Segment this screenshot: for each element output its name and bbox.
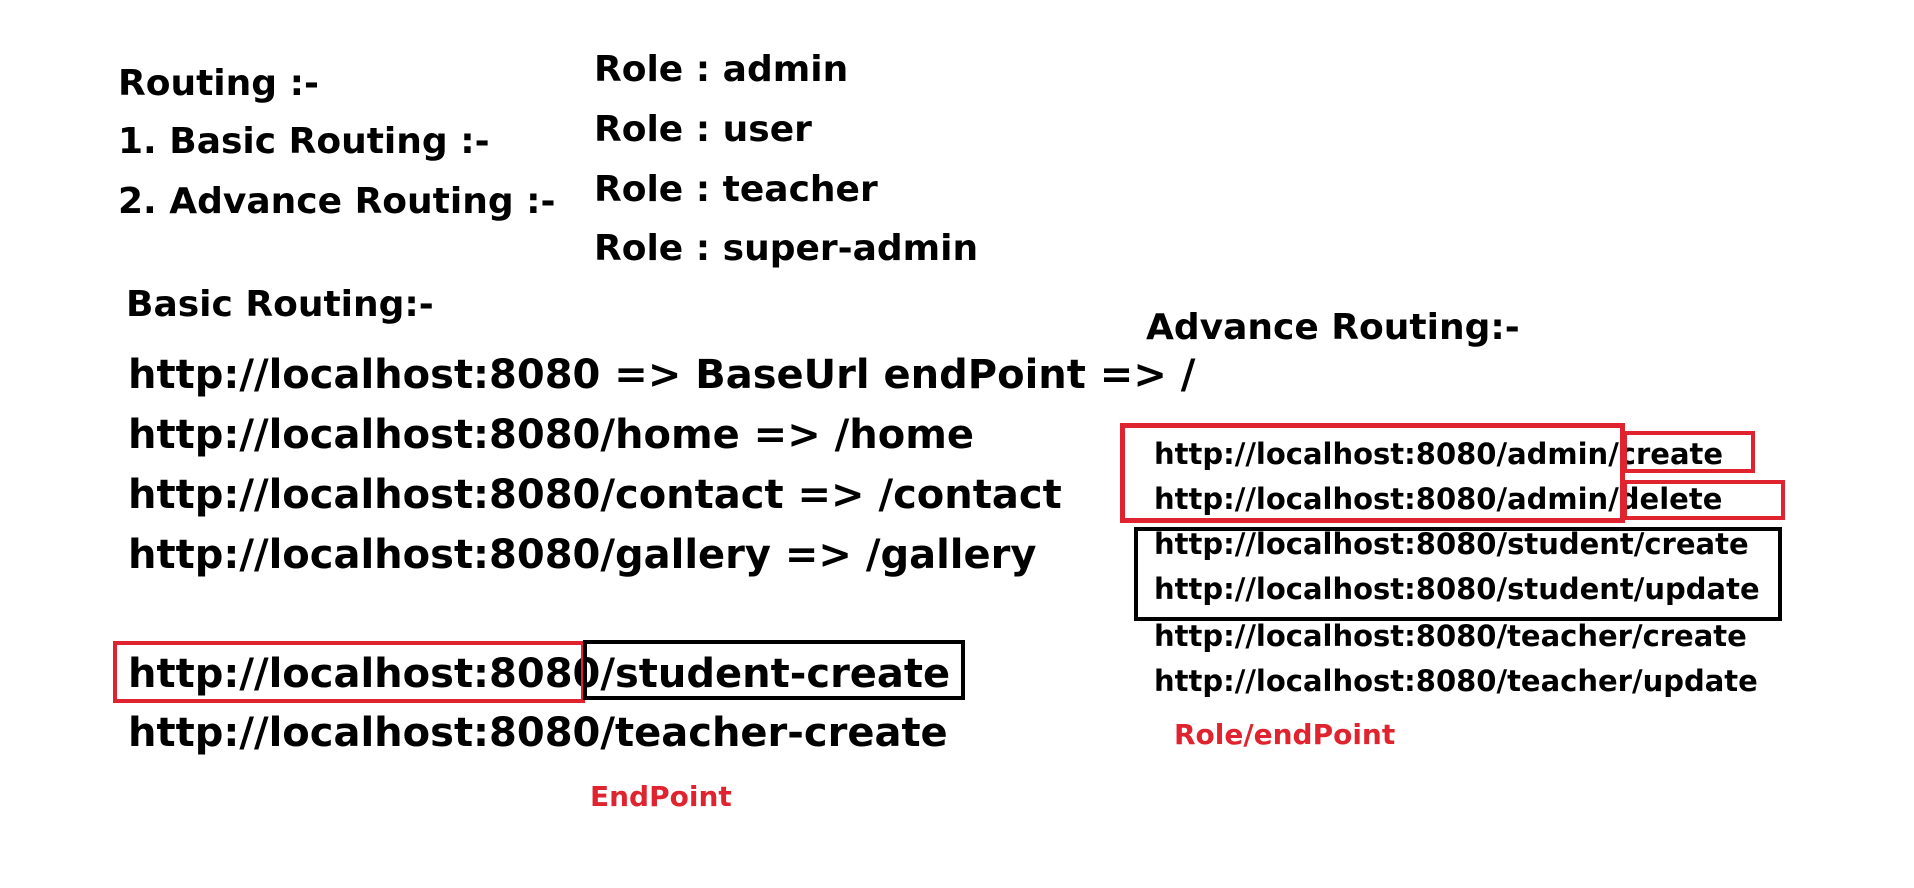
routing-item-advance: 2. Advance Routing :- <box>118 181 556 222</box>
role-teacher: Role : teacher <box>594 169 878 210</box>
advance-route-student-update: http://localhost:8080/student/update <box>1154 572 1760 606</box>
student-routes-highlight-box <box>1134 527 1782 621</box>
advance-route-admin-delete: http://localhost:8080/admin/delete <box>1154 482 1723 516</box>
advance-route-teacher-create: http://localhost:8080/teacher/create <box>1154 619 1747 653</box>
create-endpoint-highlight-box <box>1623 431 1755 473</box>
basic-route-contact: http://localhost:8080/contact => /contac… <box>128 472 1062 518</box>
basic-route-home: http://localhost:8080/home => /home <box>128 412 975 458</box>
endpoint-label: EndPoint <box>590 780 732 813</box>
basic-route-teacher-create: http://localhost:8080/teacher-create <box>128 710 948 756</box>
advance-route-admin-create: http://localhost:8080/admin/create <box>1154 437 1724 471</box>
delete-endpoint-highlight-box <box>1623 480 1785 520</box>
role-super-admin: Role : super-admin <box>594 228 979 269</box>
basic-route-base-url: http://localhost:8080 => BaseUrl endPoin… <box>128 352 1196 398</box>
advance-route-student-create: http://localhost:8080/student/create <box>1154 527 1749 561</box>
basic-route-student-create: http://localhost:8080/student-create <box>128 651 951 697</box>
endpoint-highlight-box <box>583 640 965 700</box>
basic-routing-heading: Basic Routing:- <box>126 284 434 325</box>
role-user: Role : user <box>594 109 812 150</box>
role-endpoint-label: Role/endPoint <box>1174 718 1396 751</box>
basic-route-gallery: http://localhost:8080/gallery => /galler… <box>128 532 1037 578</box>
role-admin: Role : admin <box>594 49 849 90</box>
routing-title: Routing :- <box>118 63 319 104</box>
admin-role-highlight-box <box>1120 423 1625 523</box>
base-url-highlight-box <box>113 641 585 703</box>
routing-item-basic: 1. Basic Routing :- <box>118 121 490 162</box>
advance-routing-heading: Advance Routing:- <box>1146 307 1520 348</box>
advance-route-teacher-update: http://localhost:8080/teacher/update <box>1154 664 1758 698</box>
